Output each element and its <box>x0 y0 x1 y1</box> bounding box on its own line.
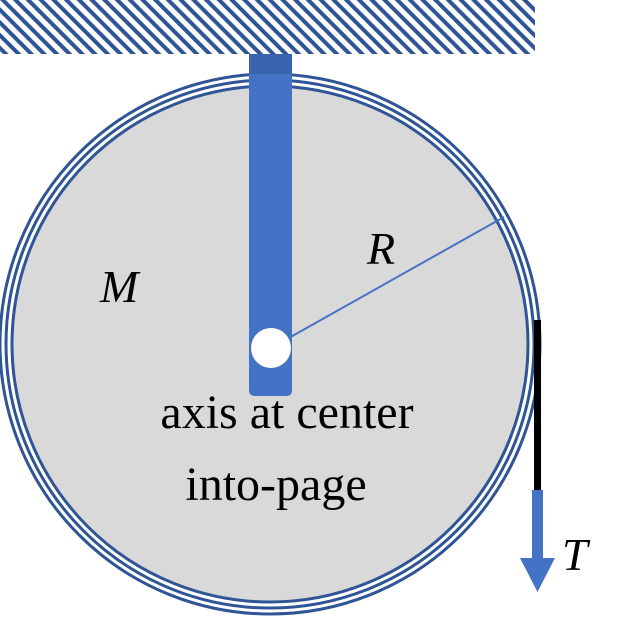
tension-label: T <box>562 529 591 580</box>
tension-arrow <box>520 490 555 592</box>
tension-arrow-head <box>520 558 555 592</box>
rope <box>534 320 541 490</box>
tension-arrow-shaft <box>532 490 543 560</box>
caption-line-1: axis at center <box>160 386 413 439</box>
radius-line <box>270 216 505 349</box>
radius-label: R <box>366 223 395 274</box>
caption-line-2: into-page <box>185 458 366 511</box>
mass-label: M <box>99 261 141 312</box>
suspension-rod <box>249 54 292 396</box>
ceiling-support <box>0 0 535 54</box>
rod-top-shade <box>249 54 292 74</box>
axle-pin <box>251 328 291 368</box>
